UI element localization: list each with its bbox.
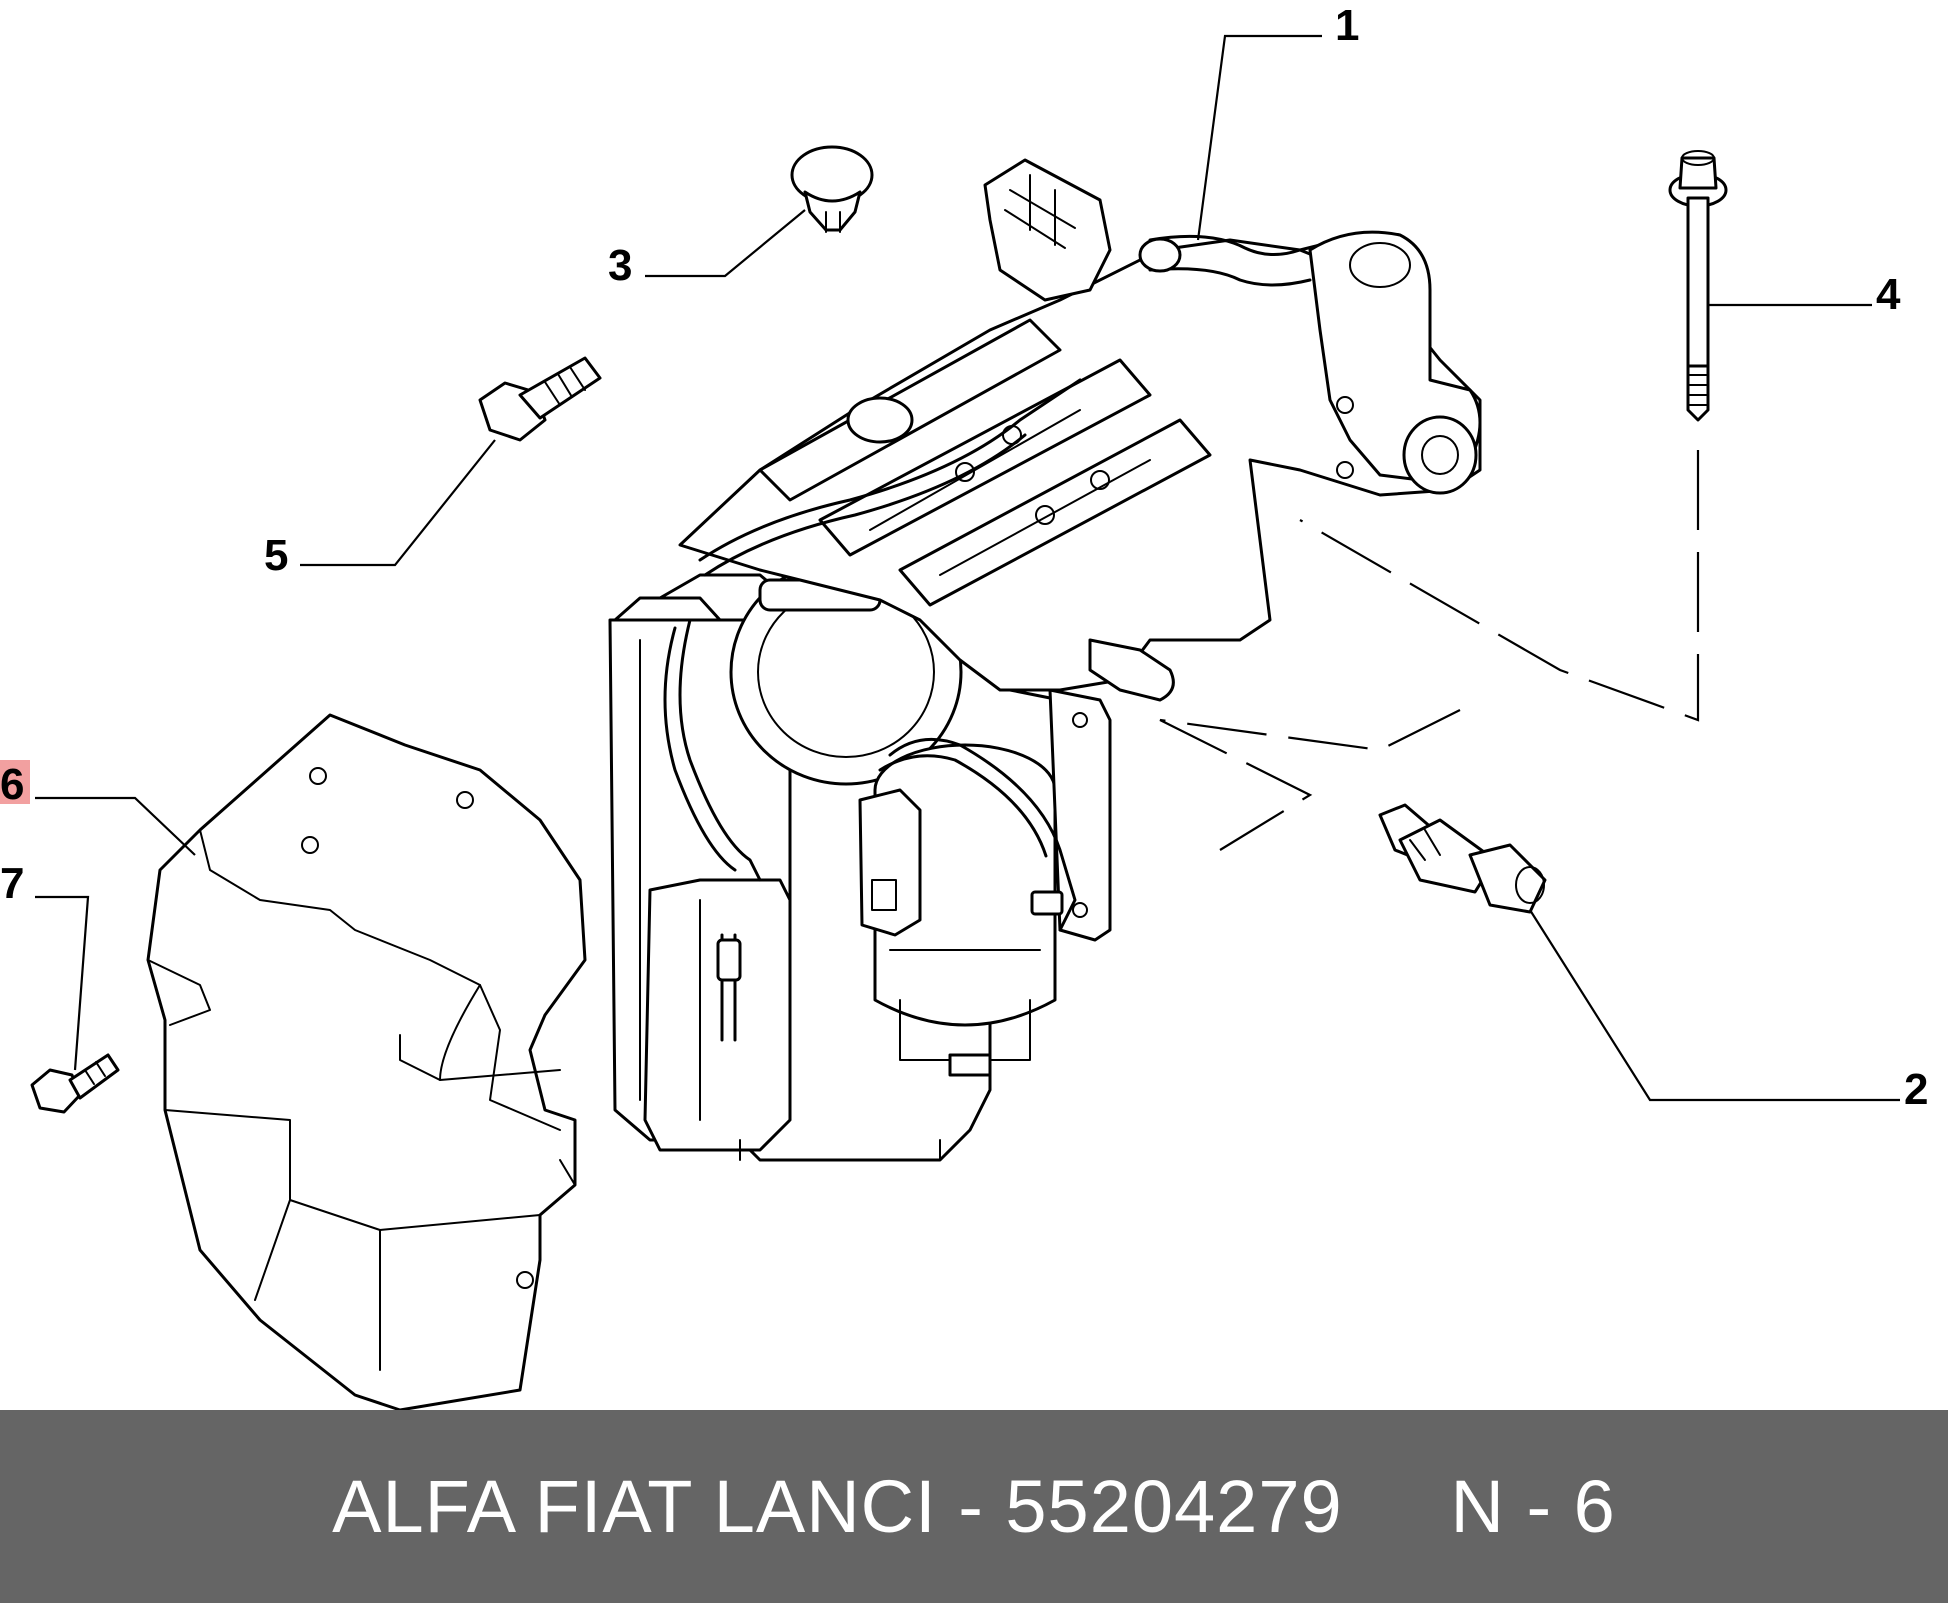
callout-3: 3 — [608, 241, 632, 290]
leader-2 — [1529, 909, 1900, 1102]
assembly-dash-lines — [1159, 450, 1700, 851]
part-4-stud-bolt — [1668, 150, 1728, 422]
leader-7 — [35, 895, 90, 1071]
leader-lines — [35, 34, 1900, 1102]
footer-band-bg — [0, 1410, 1948, 1603]
part-6-heat-shield — [146, 713, 587, 1412]
part-5-hex-bolt — [478, 356, 602, 442]
callout-1: 1 — [1335, 1, 1359, 50]
callout-5: 5 — [264, 531, 288, 580]
callout-4: 4 — [1876, 270, 1901, 319]
leader-1 — [1196, 34, 1322, 241]
footer-part-number: ALFA FIAT LANCI - 55204279 N - 6 — [332, 1465, 1616, 1548]
callout-2: 2 — [1904, 1065, 1928, 1114]
callout-6-highlight — [0, 760, 30, 804]
callout-labels: 1 2 3 4 5 6 7 — [0, 1, 1928, 1114]
leader-3 — [645, 209, 806, 278]
part-7-flange-bolt — [30, 1053, 120, 1114]
part-3-push-clip — [790, 145, 874, 233]
part-1-actuator-assembly — [608, 158, 1482, 1162]
leader-5 — [300, 439, 496, 567]
leader-6 — [35, 796, 196, 856]
part-2-pressure-sensor — [1378, 803, 1547, 914]
footer-band: ALFA FIAT LANCI - 55204279 N - 6 — [0, 1410, 1948, 1603]
callout-7: 7 — [0, 859, 24, 908]
callout-6: 6 — [0, 760, 24, 809]
